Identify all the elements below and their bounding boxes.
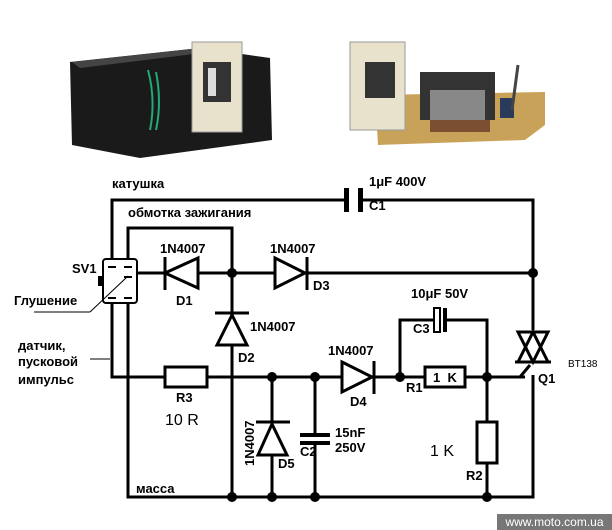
r3-ref: R3 [176,390,193,405]
triac-q1 [515,328,551,366]
c3-value: 10μF 50V [411,286,468,301]
label-ignition-winding: обмотка зажигания [128,205,251,220]
photo-cdi-board [349,41,545,145]
label-sv1: SV1 [72,261,97,276]
watermark: www.moto.com.ua [497,514,612,530]
d4-ref: D4 [350,394,367,409]
d2-ref: D2 [238,350,255,365]
d3-value: 1N4007 [270,241,316,256]
capacitor-c3 [433,307,447,333]
c3-ref: C3 [413,321,430,336]
d2-value: 1N4007 [250,319,296,334]
diode-d1 [161,255,200,291]
diode-d2 [214,311,250,347]
label-sensor-3: импульс [18,372,74,387]
connector-sv1 [34,258,138,360]
r3-value: 10 R [165,412,199,429]
c2-value-1: 15nF [335,425,365,440]
q1-ref: Q1 [538,371,555,386]
capacitor-c2 [300,433,330,445]
label-coil: катушка [112,176,165,191]
diode-d3 [273,255,309,291]
junction-dots [227,268,538,502]
diode-d5 [255,420,290,457]
resistor-r3 [163,365,209,389]
c1-ref: C1 [369,198,386,213]
photo-cdi-box [70,41,272,158]
label-kill: Глушение [14,293,77,308]
capacitor-c1 [344,188,363,212]
diode-d4 [340,359,376,395]
c2-value-2: 250V [335,440,366,455]
d1-ref: D1 [176,293,193,308]
label-sensor-2: пусковой [18,354,78,369]
r1-ref: R1 [406,380,423,395]
d3-ref: D3 [313,278,330,293]
d1-value: 1N4007 [160,241,206,256]
q1-value: BT138 [568,359,598,370]
r2-value: 1 K [430,443,454,460]
d5-ref: D5 [278,456,295,471]
d4-value: 1N4007 [328,343,374,358]
resistor-r2 [475,420,499,465]
c1-value: 1μF 400V [369,174,426,189]
resistor-r1 [423,365,467,389]
label-sensor-1: датчик, [18,338,66,353]
c2-ref: C2 [300,444,317,459]
r1-value: 1 K [433,370,457,385]
label-ground: масса [136,481,175,496]
r2-ref: R2 [466,468,483,483]
d5-value: 1N4007 [242,420,257,466]
